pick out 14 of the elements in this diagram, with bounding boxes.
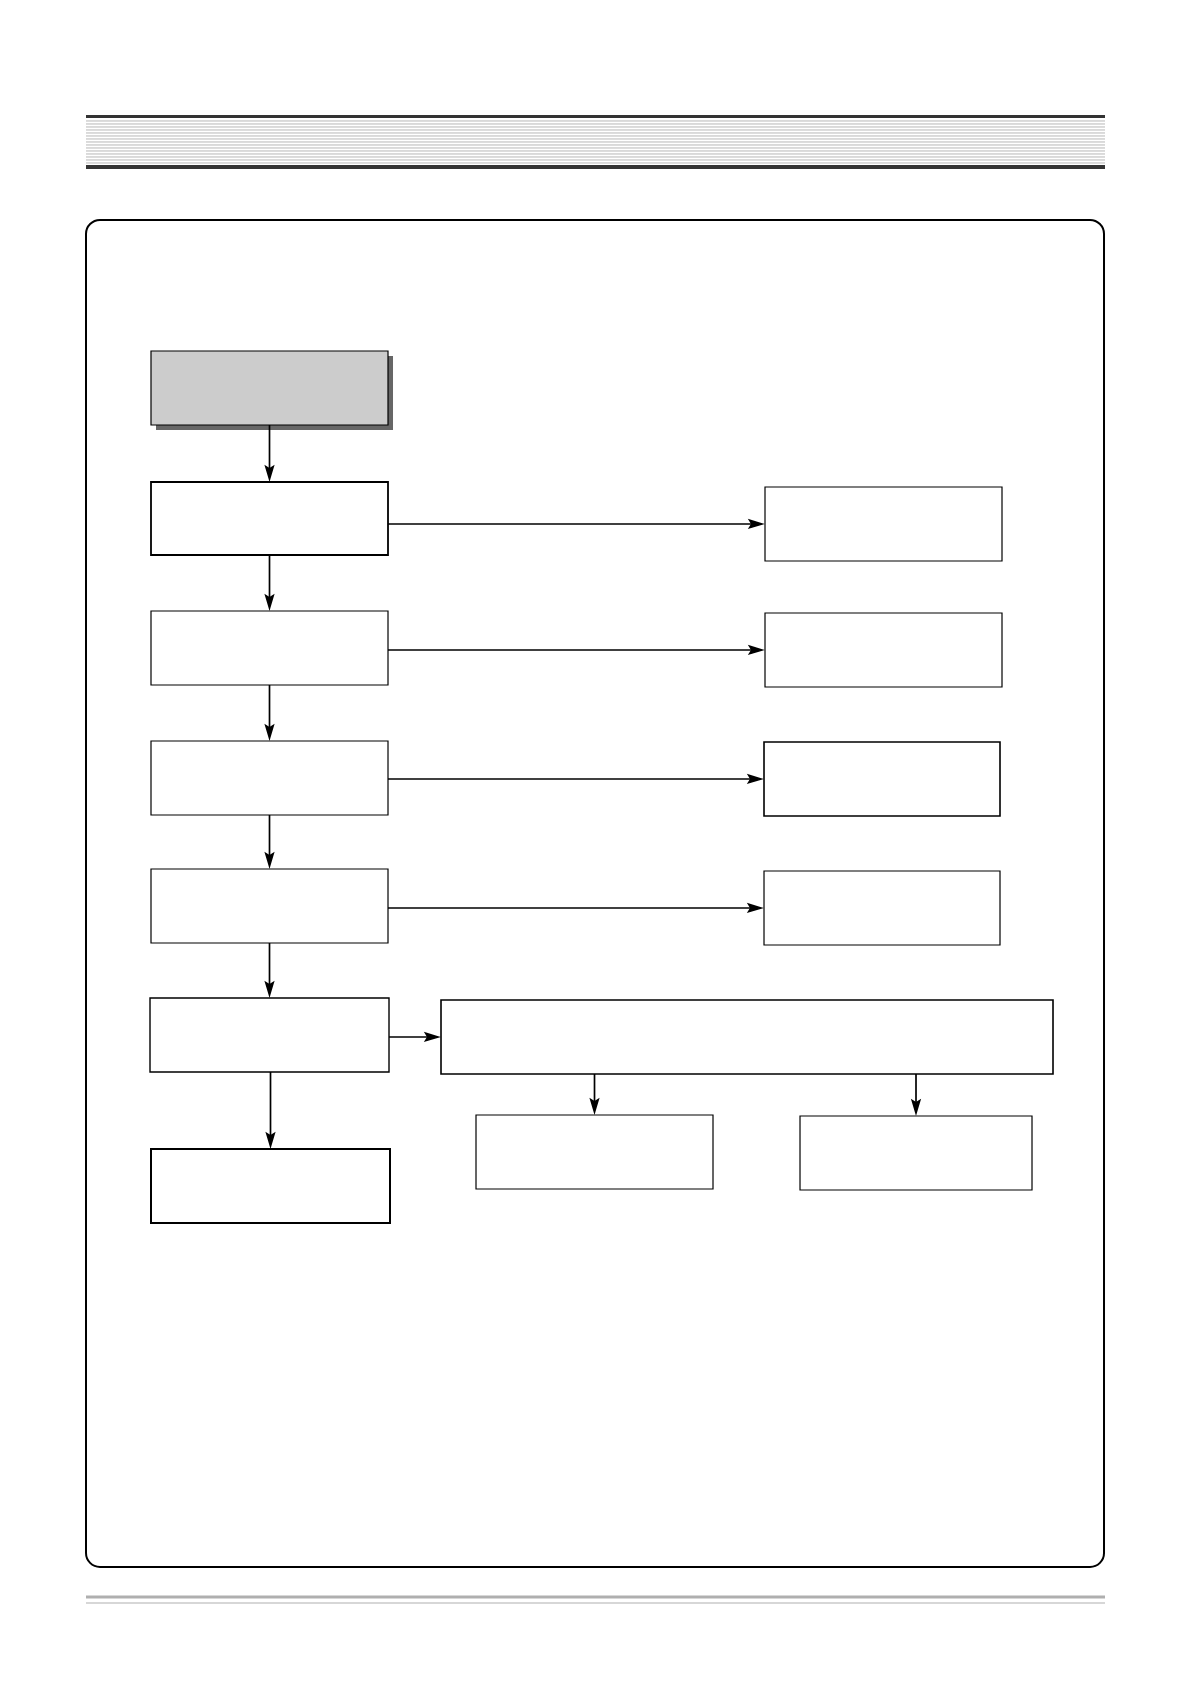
process-box [764, 612, 1003, 688]
process-box [150, 610, 389, 686]
process-box [150, 481, 389, 556]
process-box [440, 999, 1054, 1075]
process-box [475, 1114, 714, 1190]
process-box [149, 997, 390, 1073]
process-box [763, 741, 1001, 817]
process-box [150, 1148, 391, 1224]
process-box [150, 740, 389, 816]
process-box [763, 870, 1001, 946]
process-box [150, 868, 389, 944]
process-box [764, 486, 1003, 562]
process-box [799, 1115, 1033, 1191]
shadowed-box [150, 350, 393, 430]
